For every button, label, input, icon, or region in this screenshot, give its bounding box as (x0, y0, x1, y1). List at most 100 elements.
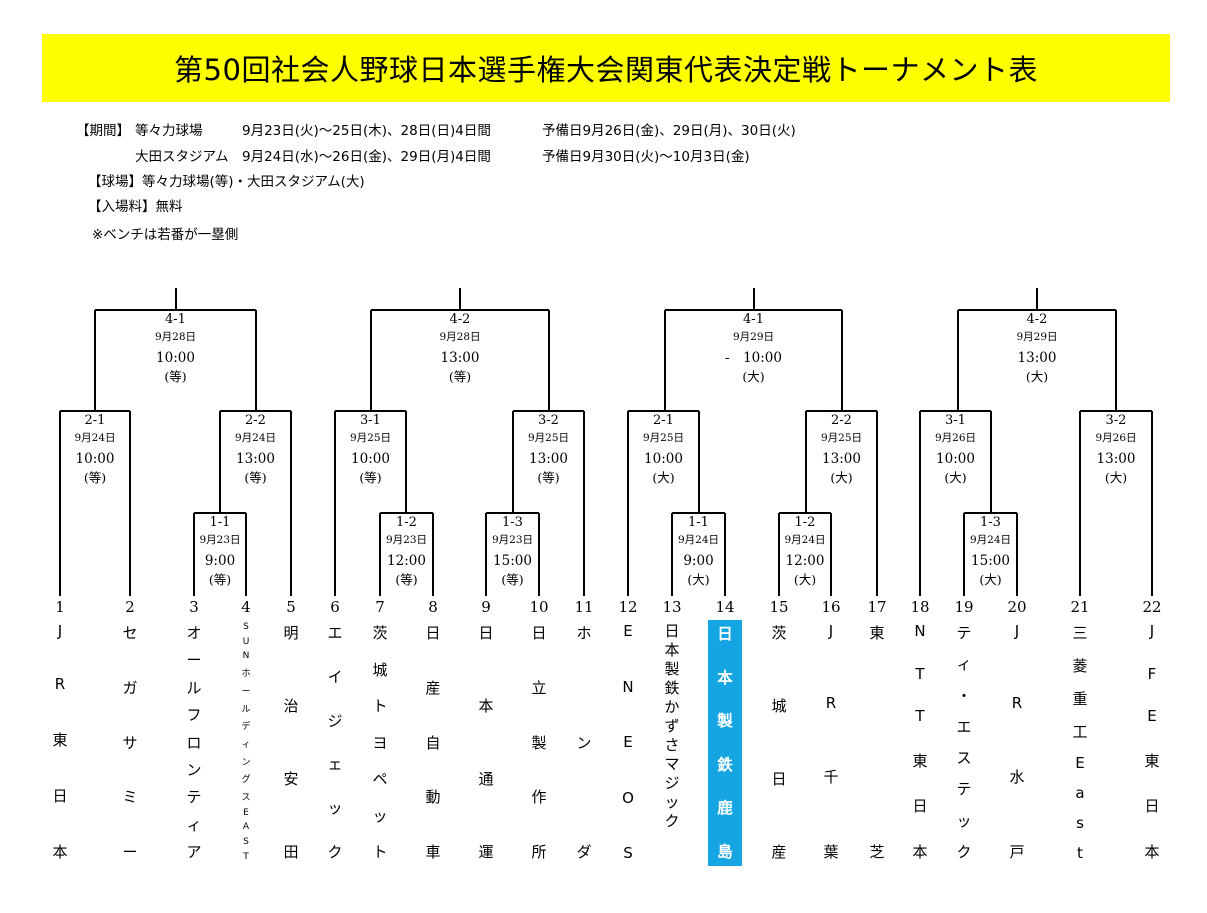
team-name-char: 製 (717, 712, 733, 731)
info-reserve-ota: 予備日9月30日(火)～10月3日(金) (542, 149, 750, 165)
team-name-char: 日 (425, 624, 441, 642)
team-name-char: ス (241, 793, 251, 804)
team-name-char: S (243, 837, 249, 848)
team-name-char: ー (122, 843, 138, 861)
info-fee: 【入場料】無料 (88, 199, 183, 215)
team-name-highlighted: 日本製鉄鹿島 (708, 620, 742, 866)
team-name-char: 鹿 (717, 799, 733, 818)
team-number: 8 (428, 598, 438, 616)
team-number: 19 (954, 598, 974, 616)
team-name: 日立製作所 (524, 620, 554, 866)
team-name-char: U (242, 636, 250, 647)
team-name-char: 本 (52, 843, 68, 861)
match-time: 10:00 (75, 451, 115, 467)
team-name-char: ロ (186, 733, 202, 752)
team-name: 日本製鉄かずさマジック (657, 620, 687, 866)
team-name-char: 城 (372, 660, 388, 679)
match-time: 10:00 (156, 350, 195, 366)
team-name-char: ヨ (372, 733, 388, 752)
team-number: 14 (715, 598, 735, 616)
match-id: 2-1 (653, 413, 674, 428)
team-name-char: ィ (956, 655, 972, 674)
team-name: ホンダ (569, 620, 599, 866)
match-id: 1-3 (980, 515, 1001, 530)
team-name-char: テ (956, 624, 972, 642)
team-name: 茨城日産 (764, 620, 794, 866)
team-name-char: グ (241, 775, 251, 786)
team-name-char: 本 (664, 641, 680, 659)
team-name-char: E (623, 733, 633, 751)
team-name-char: E (243, 807, 249, 818)
match-venue: (等) (537, 470, 560, 485)
team-name-char: 日 (52, 786, 68, 805)
team-name-char: N (622, 677, 634, 696)
team-number: 15 (769, 598, 789, 616)
info-reserve-todoroki: 予備日9月26日(金)、29日(月)、30日(火) (542, 123, 796, 139)
team-name-char: ン (241, 757, 251, 768)
team-name-char: エ (956, 717, 972, 736)
team-name-char: 東 (1144, 751, 1160, 770)
team-name: 日産自動車 (418, 620, 448, 866)
team-name-char: N (242, 651, 250, 662)
team-name-char: 日 (664, 622, 680, 640)
team-name-char: 日 (912, 797, 928, 816)
match-id: 1-1 (688, 515, 709, 530)
team-name-char: ・ (956, 686, 972, 705)
team-name-char: 三 (1072, 624, 1088, 642)
team-name-char: デ (241, 722, 251, 733)
team-name-char: 日 (717, 625, 733, 643)
team-name-char: a (1075, 784, 1085, 802)
team-name-char: サ (122, 733, 138, 752)
team-name-char: 芝 (869, 843, 885, 861)
team-name-char: 田 (283, 843, 299, 861)
team-name-char: ェ (327, 755, 343, 774)
match-venue: (大) (979, 572, 1002, 587)
info-venue-todoroki: 等々力球場 (135, 123, 203, 139)
team-name-char: ィ (241, 739, 251, 750)
team-name-char: フ (186, 706, 202, 725)
match-venue: (大) (944, 470, 967, 485)
match-venue: (等) (164, 369, 187, 384)
team-name-char: テ (956, 780, 972, 799)
match-venue: (大) (687, 572, 710, 587)
page-title: 第50回社会人野球日本選手権大会関東代表決定戦トーナメント表 (174, 53, 1038, 87)
team-number: 16 (821, 598, 841, 616)
match-venue: (大) (742, 369, 765, 384)
team-name-char: 鉄 (664, 679, 680, 697)
match-date: 9月24日 (234, 432, 277, 444)
team-number: 11 (574, 598, 594, 616)
team-name: ティ・エステック (949, 620, 979, 866)
team-name-char: E (1147, 707, 1157, 726)
team-name-char: 東 (52, 730, 68, 749)
team-name: セガサミー (115, 620, 145, 866)
team-name-char: R (54, 675, 66, 694)
team-name-char: 立 (531, 678, 547, 697)
team-name-char: 動 (425, 788, 441, 807)
match-id: 2-1 (84, 413, 106, 428)
team-number: 13 (662, 598, 682, 616)
match-time: 13:00 (529, 451, 568, 467)
team-name-char: S (243, 622, 249, 632)
team-number: 10 (529, 598, 549, 616)
match-venue: (等) (359, 470, 382, 485)
match-id: 2-2 (831, 413, 852, 428)
team-name-char: ク (664, 812, 680, 830)
match-id: 3-1 (360, 413, 381, 428)
match-id: 4-2 (449, 312, 471, 327)
team-name: 日本通運 (471, 620, 501, 866)
match-time: 13:00 (1017, 350, 1057, 366)
team-name-char: 水 (1009, 768, 1025, 786)
match-date: 9月26日 (934, 432, 977, 444)
team-number: 21 (1070, 598, 1090, 616)
match-time: 9:00 (683, 553, 714, 569)
team-name: エイジェック (320, 620, 350, 866)
